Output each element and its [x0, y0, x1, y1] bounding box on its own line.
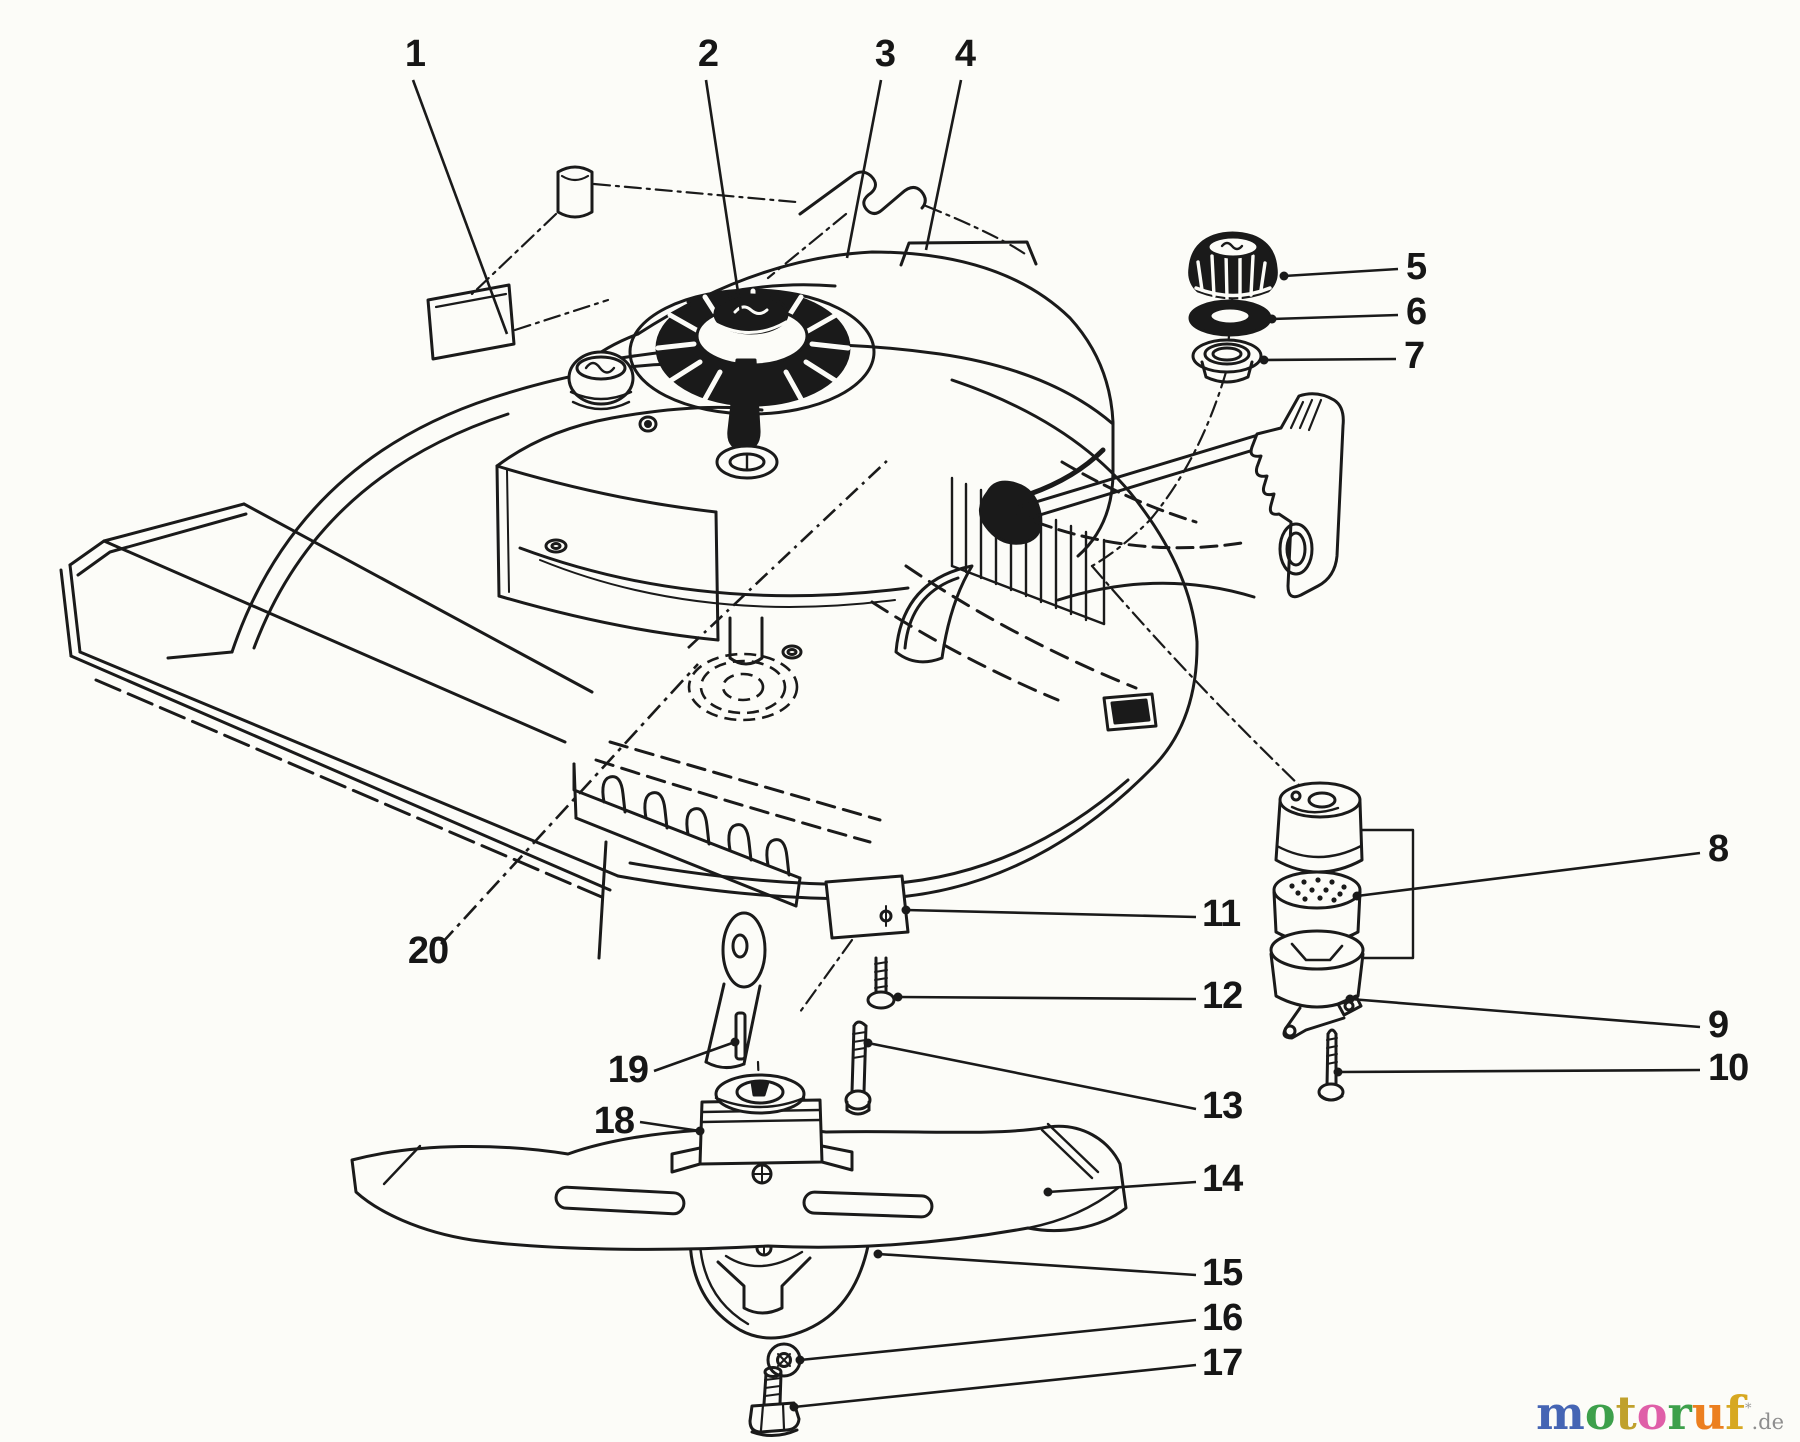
leader-line-11 [905, 908, 1197, 919]
leader-dot-9 [1345, 994, 1355, 1004]
blade-adapter [670, 1073, 854, 1174]
fuel-line-cylinder [556, 165, 594, 219]
woodruff-key [734, 1011, 747, 1061]
callout-number-8: 8 [1708, 828, 1728, 870]
cover-plate [426, 283, 516, 361]
blade-driver-cup [676, 1234, 884, 1340]
crankshaft-pulley [687, 457, 891, 722]
watermark-mark: * [1744, 1401, 1752, 1417]
shroud-handle-tab [899, 240, 1038, 267]
fuel-cap [1188, 231, 1278, 301]
leader-line-15 [877, 1252, 1197, 1277]
leader-line-1 [411, 79, 509, 335]
watermark-letter: r [1667, 1386, 1692, 1440]
callout-number-3: 3 [875, 33, 895, 75]
callout-number-16: 16 [1202, 1297, 1242, 1339]
leader-line-4 [924, 79, 963, 251]
air-cleaner-assembly [1269, 781, 1415, 1102]
leader-dot-11 [901, 905, 911, 915]
leader-line-20 [440, 663, 699, 945]
leader-dot-12 [893, 992, 903, 1002]
lower-baffle [572, 740, 882, 1069]
watermark-word: motoruf [1536, 1386, 1745, 1440]
leader-line-13 [867, 1041, 1197, 1111]
leader-line-18 [639, 1120, 701, 1133]
cap-washer [1188, 299, 1272, 337]
cylinder-fins [950, 476, 1106, 626]
blade [350, 1122, 1128, 1251]
callout-number-2: 2 [698, 33, 718, 75]
callout-number-4: 4 [955, 33, 976, 75]
callout-number-20: 20 [408, 930, 448, 972]
blade-bolt [748, 1366, 801, 1437]
filter-perforations [1289, 877, 1347, 903]
leader-dot-14 [1043, 1187, 1053, 1197]
leader-dot-6 [1267, 314, 1277, 324]
blade-bolt-washer [766, 1342, 802, 1378]
leader-dot-18 [695, 1126, 705, 1136]
leader-dot-13 [863, 1038, 873, 1048]
leader-dot-5 [1279, 271, 1289, 281]
leader-dot-10 [1333, 1067, 1343, 1077]
leader-dot-17 [789, 1402, 799, 1412]
blade-assembly [350, 1011, 1128, 1437]
spark-plug-boot [979, 480, 1043, 545]
watermark-letter: o [1636, 1386, 1668, 1440]
callout-number-1: 1 [405, 33, 426, 75]
callout-number-18: 18 [594, 1100, 634, 1142]
motoruf-watermark: motoruf*.de [1536, 1390, 1784, 1436]
watermark-letter: m [1536, 1386, 1585, 1440]
leader-dot-15 [873, 1249, 883, 1259]
watermark-letter: u [1691, 1386, 1726, 1440]
leader-line-3 [845, 79, 883, 259]
oil-cap [567, 350, 635, 411]
watermark-suffix: .de [1751, 1410, 1784, 1434]
rear-plate-and-bolts [798, 874, 910, 1116]
callout-number-19: 19 [608, 1049, 648, 1091]
leader-line-7 [1263, 357, 1397, 362]
callout-number-11: 11 [1202, 893, 1241, 935]
callout-number-5: 5 [1406, 246, 1427, 288]
leader-line-16 [799, 1318, 1197, 1362]
tank-grommet [1191, 338, 1263, 384]
callout-number-10: 10 [1708, 1047, 1748, 1089]
watermark-letter: t [1615, 1386, 1637, 1440]
leader-line-12 [897, 995, 1197, 1001]
leader-dot-7 [1259, 355, 1269, 365]
engine-assembly [495, 240, 1115, 642]
callout-8-bracket [1354, 828, 1415, 960]
leader-line-14 [1047, 1180, 1197, 1194]
handle-bracket [1014, 392, 1345, 732]
leader-line-17 [793, 1363, 1197, 1409]
leader-line-9 [1349, 997, 1701, 1029]
leader-line-2 [704, 79, 743, 313]
callout-number-14: 14 [1202, 1158, 1243, 1200]
leader-line-5 [1283, 267, 1399, 278]
callout-number-17: 17 [1202, 1342, 1242, 1384]
mower-deck [59, 362, 1199, 901]
callout-number-6: 6 [1406, 291, 1426, 333]
leader-line-10 [1337, 1068, 1701, 1074]
callout-number-9: 9 [1708, 1004, 1728, 1046]
leader-dot-19 [730, 1037, 740, 1047]
watermark-letter: f [1725, 1386, 1745, 1440]
leader-dot-16 [795, 1355, 805, 1365]
wire-clip [798, 170, 927, 216]
leader-dot-8 [1352, 891, 1362, 901]
leader-line-6 [1271, 313, 1399, 321]
watermark-letter: o [1584, 1386, 1616, 1440]
callout-number-13: 13 [1202, 1085, 1242, 1127]
callout-number-15: 15 [1202, 1252, 1243, 1294]
leader-line-8 [1356, 851, 1701, 898]
recoil-starter [655, 288, 851, 480]
leader-line-19 [653, 1040, 736, 1073]
callout-number-12: 12 [1202, 975, 1242, 1017]
callout-number-7: 7 [1404, 335, 1424, 377]
